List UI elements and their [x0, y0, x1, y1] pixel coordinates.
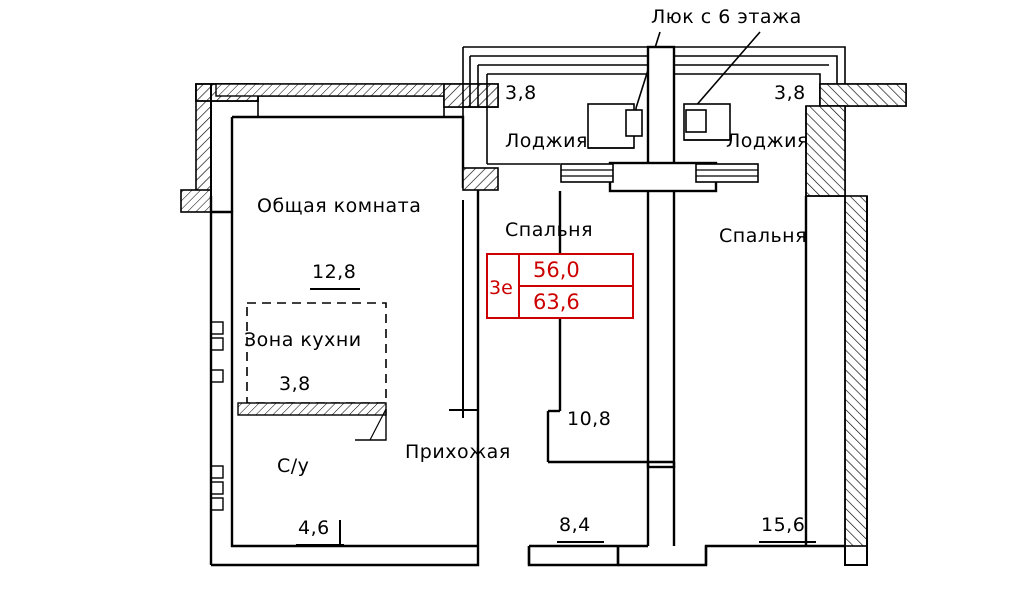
- left-apartment-walls: [180, 83, 499, 567]
- area-underline-spalnya-left: [557, 541, 604, 543]
- area-spalnya-right: 15,6: [761, 514, 806, 536]
- area-zona-kuhni: 3,8: [279, 373, 311, 395]
- area-badge-frame: [486, 253, 634, 319]
- area-underline-spalnya-right: [759, 541, 816, 543]
- label-lodzhiya-left: Лоджия: [505, 130, 588, 152]
- label-spalnya-right: Спальня: [719, 225, 808, 247]
- area-underline-obshaya: [310, 288, 360, 290]
- badge-rooms-code: 3е: [489, 277, 513, 299]
- label-sanuzel: С/у: [277, 455, 310, 477]
- area-lodzhiya-left: 3,8: [505, 82, 537, 104]
- area-prihozhaya: 10,8: [567, 408, 612, 430]
- area-lodzhiya-right: 3,8: [774, 82, 806, 104]
- badge-area-total: 63,6: [533, 290, 580, 314]
- area-spalnya-left: 8,4: [559, 514, 591, 536]
- area-obshaya-komnata: 12,8: [312, 261, 357, 283]
- label-prihozhaya: Прихожая: [405, 441, 511, 463]
- area-sanuzel: 4,6: [298, 517, 330, 539]
- label-spalnya-left: Спальня: [505, 219, 594, 241]
- badge-area-living: 56,0: [533, 258, 580, 282]
- label-zona-kuhni: Зона кухни: [244, 329, 362, 351]
- label-lodzhiya-right: Лоджия: [726, 130, 809, 152]
- area-underline-sanuzel: [296, 544, 344, 546]
- label-luk: Люк с 6 этажа: [651, 6, 802, 28]
- right-apartment-walls: [462, 45, 907, 567]
- label-obshaya-komnata: Общая комната: [257, 195, 422, 217]
